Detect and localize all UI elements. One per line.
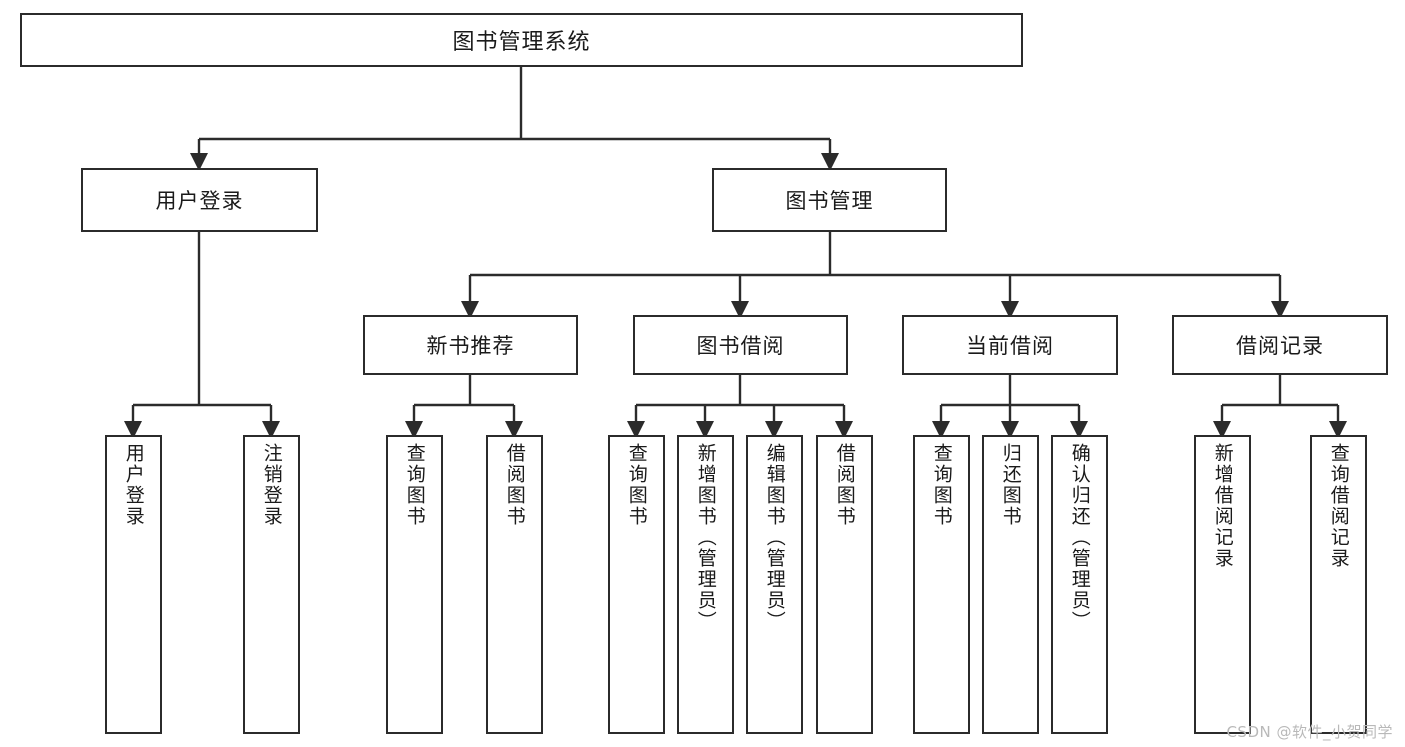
leaf-current-2[interactable]: 归还图书 — [982, 435, 1039, 734]
node-current-borrow[interactable]: 当前借阅 — [902, 315, 1118, 375]
leaf-user-login-1-label: 用户登录 — [122, 443, 145, 527]
node-borrow-record[interactable]: 借阅记录 — [1172, 315, 1388, 375]
node-book-borrow[interactable]: 图书借阅 — [633, 315, 848, 375]
leaf-new-book-2[interactable]: 借阅图书 — [486, 435, 543, 734]
leaf-current-2-label: 归还图书 — [999, 443, 1022, 527]
node-user-login-label: 用户登录 — [155, 189, 244, 213]
leaf-new-book-2-label: 借阅图书 — [503, 443, 526, 527]
leaf-new-book-1[interactable]: 查询图书 — [386, 435, 443, 734]
leaf-borrow-2[interactable]: 新增图书（管理员） — [677, 435, 734, 734]
node-new-book-rec-label: 新书推荐 — [426, 334, 515, 358]
leaf-current-1-label: 查询图书 — [930, 443, 953, 527]
leaf-user-login-1[interactable]: 用户登录 — [105, 435, 162, 734]
node-current-borrow-label: 当前借阅 — [966, 334, 1054, 358]
leaf-borrow-3[interactable]: 编辑图书（管理员） — [746, 435, 803, 734]
node-new-book-rec[interactable]: 新书推荐 — [363, 315, 578, 375]
node-book-manage[interactable]: 图书管理 — [712, 168, 947, 232]
leaf-borrow-1-label: 查询图书 — [625, 443, 648, 527]
leaf-record-1-label: 新增借阅记录 — [1211, 443, 1234, 569]
leaf-record-2[interactable]: 查询借阅记录 — [1310, 435, 1367, 734]
node-book-borrow-label: 图书借阅 — [696, 334, 785, 358]
leaf-current-1[interactable]: 查询图书 — [913, 435, 970, 734]
leaf-record-1[interactable]: 新增借阅记录 — [1194, 435, 1251, 734]
leaf-borrow-3-label: 编辑图书（管理员） — [763, 443, 786, 632]
leaf-borrow-1[interactable]: 查询图书 — [608, 435, 665, 734]
node-root-label: 图书管理系统 — [452, 30, 591, 55]
leaf-record-2-label: 查询借阅记录 — [1327, 443, 1350, 569]
leaf-current-3[interactable]: 确认归还（管理员） — [1051, 435, 1108, 734]
leaf-current-3-label: 确认归还（管理员） — [1068, 443, 1091, 632]
leaf-borrow-4[interactable]: 借阅图书 — [816, 435, 873, 734]
leaf-borrow-2-label: 新增图书（管理员） — [694, 443, 717, 632]
leaf-borrow-4-label: 借阅图书 — [833, 443, 856, 527]
watermark: CSDN @软件_小贺同学 — [1226, 723, 1393, 741]
leaf-user-login-2[interactable]: 注销登录 — [243, 435, 300, 734]
node-book-manage-label: 图书管理 — [785, 189, 874, 213]
node-borrow-record-label: 借阅记录 — [1236, 334, 1324, 358]
leaf-new-book-1-label: 查询图书 — [403, 443, 426, 527]
node-user-login[interactable]: 用户登录 — [81, 168, 318, 232]
node-root[interactable]: 图书管理系统 — [20, 13, 1023, 67]
leaf-user-login-2-label: 注销登录 — [260, 443, 283, 527]
